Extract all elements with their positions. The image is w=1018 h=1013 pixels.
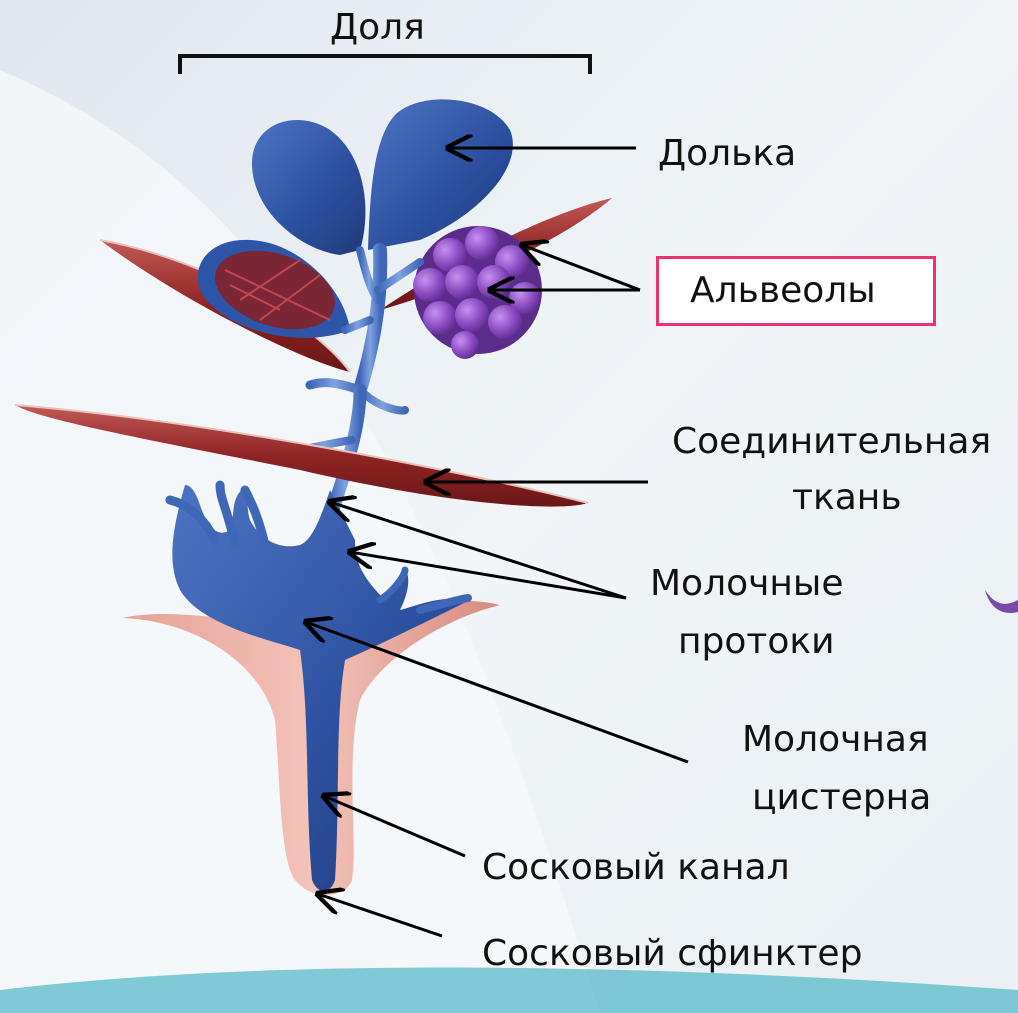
label-connective-line2: ткань	[792, 476, 902, 520]
label-ducts-line2: протоки	[678, 620, 835, 664]
label-lobe: Доля	[330, 6, 425, 50]
label-cistern-line2: цистерна	[752, 776, 931, 820]
label-connective-line1: Соединительная	[672, 420, 991, 464]
label-ducts-line1: Молочные	[650, 562, 844, 606]
label-teat-sphincter: Сосковый сфинктер	[482, 932, 862, 976]
label-cistern-line1: Молочная	[742, 718, 929, 762]
label-alveoli: Альвеолы	[690, 269, 876, 313]
label-lobule: Долька	[658, 132, 796, 176]
label-teat-canal: Сосковый канал	[482, 846, 790, 890]
